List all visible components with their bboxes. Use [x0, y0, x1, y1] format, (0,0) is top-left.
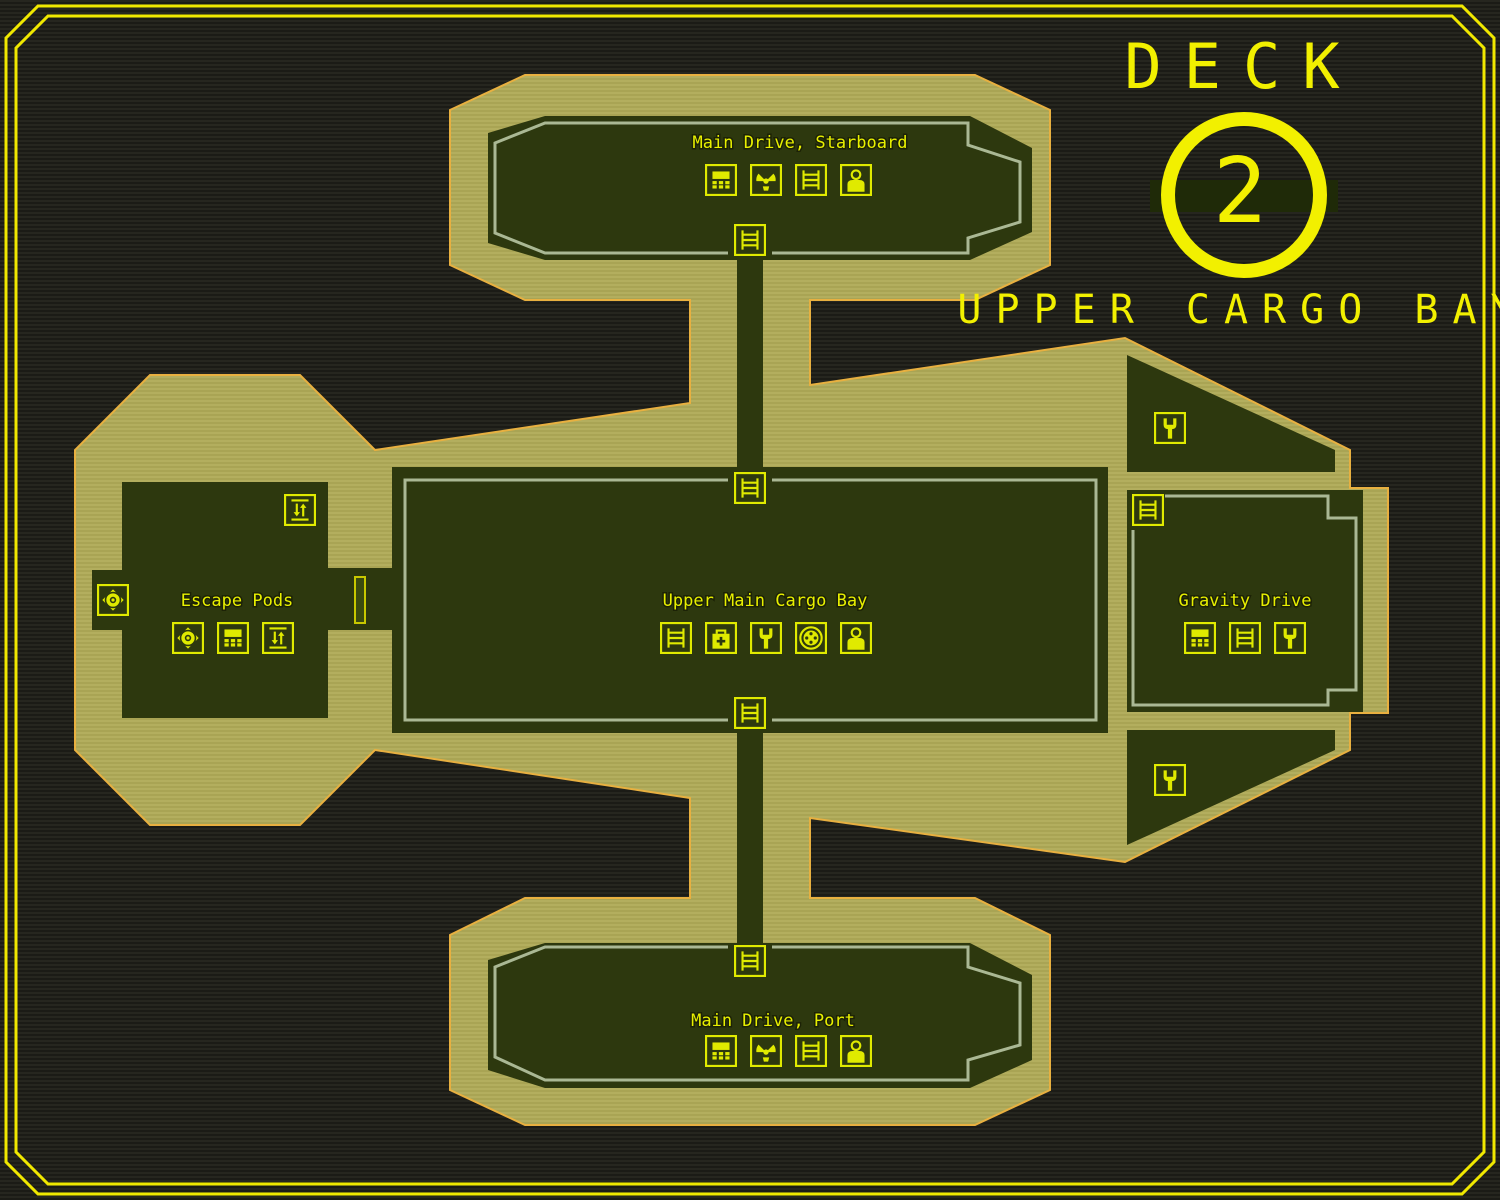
repair-icon[interactable]	[1274, 622, 1306, 654]
repair-icon[interactable]	[1154, 412, 1186, 444]
deck-badge-bar	[1150, 180, 1338, 212]
ladder-icon[interactable]	[734, 697, 766, 729]
hatch-icon[interactable]	[795, 622, 827, 654]
label-escape: Escape Pods	[181, 591, 294, 611]
outline-cargo	[403, 478, 1098, 722]
deck-name: UPPER CARGO BAY	[957, 287, 1500, 333]
header: DECK 2 UPPER CARGO BAY	[957, 30, 1500, 333]
room-triangle-south	[1127, 730, 1335, 845]
crew-icon[interactable]	[840, 1035, 872, 1067]
ladder-icon[interactable]	[795, 1035, 827, 1067]
ladder-icon[interactable]	[1229, 622, 1261, 654]
repair-icon[interactable]	[1154, 764, 1186, 796]
frame	[4, 4, 1496, 1196]
label-gravity: Gravity Drive	[1178, 591, 1311, 611]
elevator-icon[interactable]	[284, 494, 316, 526]
label-cargo: Upper Main Cargo Bay	[663, 591, 868, 611]
airlock-icon[interactable]	[172, 622, 204, 654]
room-cargo	[392, 467, 1108, 733]
room-escape	[92, 482, 392, 718]
label-starboard: Main Drive, Starboard	[693, 133, 908, 153]
room-port	[488, 943, 1032, 1088]
airlock-icon[interactable]	[97, 584, 129, 616]
crew-icon[interactable]	[840, 622, 872, 654]
outline-starboard	[493, 121, 1022, 255]
computer-icon[interactable]	[705, 1035, 737, 1067]
pod-door[interactable]	[354, 576, 366, 624]
corridor-north	[737, 255, 763, 470]
medical-icon[interactable]	[705, 622, 737, 654]
room-gravity	[1127, 490, 1363, 712]
elevator-icon[interactable]	[262, 622, 294, 654]
radiation-icon[interactable]	[750, 1035, 782, 1067]
ladder-icon[interactable]	[795, 164, 827, 196]
repair-icon[interactable]	[750, 622, 782, 654]
deck-badge-ring	[1161, 112, 1327, 278]
ladder-icon[interactable]	[660, 622, 692, 654]
deck-number: 2	[1213, 139, 1267, 244]
outline-port	[493, 945, 1022, 1082]
room-labels: Main Drive, Starboard Upper Main Cargo B…	[179, 132, 1313, 1033]
computer-icon[interactable]	[1184, 622, 1216, 654]
computer-icon[interactable]	[705, 164, 737, 196]
ladder-icon[interactable]	[734, 224, 766, 256]
label-port: Main Drive, Port	[691, 1011, 855, 1031]
crew-icon[interactable]	[840, 164, 872, 196]
ladder-icon[interactable]	[1132, 494, 1164, 526]
outline-gravity	[1131, 494, 1358, 707]
corridor-south	[737, 730, 763, 945]
radiation-icon[interactable]	[750, 164, 782, 196]
ladder-icon[interactable]	[734, 472, 766, 504]
deck-word: DECK	[1124, 30, 1361, 103]
ladder-icon[interactable]	[734, 945, 766, 977]
computer-icon[interactable]	[217, 622, 249, 654]
